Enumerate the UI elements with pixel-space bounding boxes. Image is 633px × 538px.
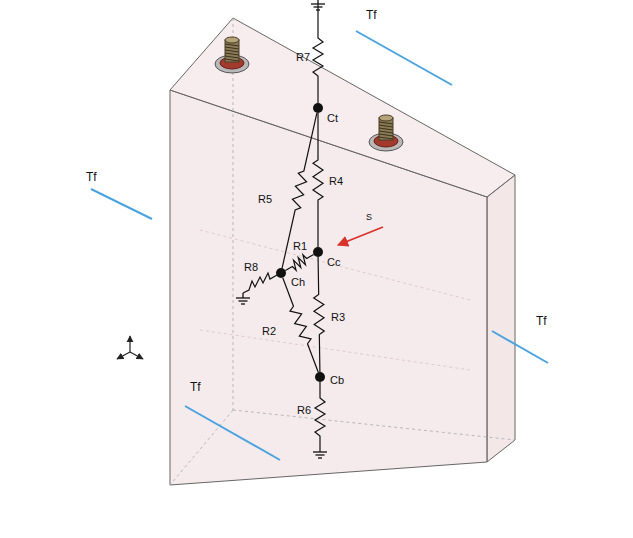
- battery-casing: [487, 175, 515, 462]
- battery-casing: [200, 330, 470, 370]
- battery-casing: [170, 410, 233, 485]
- resistor-symbol: [315, 382, 325, 452]
- heat-source-label: S: [366, 213, 372, 222]
- annotation-label: R6: [297, 405, 311, 416]
- resistor-symbol: [315, 382, 325, 452]
- ground-symbol: [317, 0, 318, 4]
- resistor-label: R4: [329, 176, 343, 187]
- axis-triad: [129, 336, 130, 352]
- ground-symbol: [313, 451, 327, 452]
- resistor-symbol: [283, 278, 318, 373]
- terminal: [225, 47, 239, 49]
- node-label: Cc: [327, 257, 340, 268]
- flow-arrow: [185, 406, 280, 460]
- thermal-node: Ct: [313, 103, 323, 113]
- axis-triad: [117, 352, 130, 359]
- ground-symbol: [242, 293, 243, 298]
- axis-triad: [117, 336, 143, 359]
- terminal: [379, 134, 393, 136]
- annotation-label: Tf: [536, 315, 547, 327]
- thermal-node: Cc: [313, 247, 323, 257]
- flow-arrow: [91, 31, 548, 460]
- terminal: [379, 122, 393, 124]
- ground-symbol: [239, 300, 248, 301]
- terminal: [379, 131, 393, 133]
- annotation-label: Tf: [190, 381, 201, 393]
- resistor-symbol: [282, 113, 317, 268]
- battery-casing: [200, 230, 470, 300]
- resistor-label: R1: [293, 241, 307, 252]
- ground-symbol: [313, 452, 327, 458]
- terminal: [379, 122, 393, 139]
- terminal: [225, 44, 239, 61]
- terminal: [225, 37, 239, 43]
- terminal: [225, 56, 239, 58]
- resistor-symbol: [313, 4, 323, 103]
- resistor-symbol: [243, 273, 277, 293]
- axis-triad: [130, 352, 143, 359]
- resistor-symbol: [243, 273, 277, 293]
- ground-symbol: [236, 293, 250, 304]
- terminal: [379, 128, 393, 130]
- ground-symbol: [236, 297, 250, 298]
- terminal: [225, 53, 239, 55]
- annotation-label: Tf: [366, 9, 377, 21]
- terminal: [225, 44, 239, 46]
- resistor-symbol: [313, 113, 323, 247]
- heat-source-arrow: [338, 227, 383, 245]
- terminal: [225, 59, 239, 61]
- annotation-label: Tf: [86, 171, 97, 183]
- resistor-symbol: [313, 4, 323, 103]
- flow-arrow: [356, 31, 452, 85]
- terminal: [369, 115, 403, 151]
- annotation-label: R7: [296, 52, 310, 63]
- battery-casing: [170, 18, 515, 485]
- node-label: Ch: [291, 277, 305, 288]
- terminal: [379, 137, 393, 139]
- ground-symbol: [318, 457, 322, 458]
- terminal: [379, 125, 393, 127]
- resistor-label: R3: [331, 312, 345, 323]
- thermal-node: Ch: [276, 268, 286, 278]
- terminal: [215, 37, 249, 73]
- ground-symbol: [241, 303, 245, 304]
- annotation-label: R8: [244, 262, 258, 273]
- flow-arrow: [91, 189, 152, 219]
- node-label: Cb: [330, 375, 344, 386]
- resistor-symbol: [285, 254, 313, 270]
- battery-casing: [170, 18, 515, 197]
- resistor-symbol: [314, 257, 325, 372]
- ground-symbol: [316, 454, 325, 455]
- resistor-label: R2: [262, 326, 276, 337]
- battery-casing: [233, 18, 234, 410]
- thermal-node: Cb: [315, 372, 325, 382]
- flow-arrow: [492, 331, 548, 363]
- heat-source-arrow: [338, 227, 383, 245]
- terminal: [225, 50, 239, 52]
- resistor-label: R5: [258, 194, 272, 205]
- node-label: Ct: [327, 113, 338, 124]
- terminal: [379, 115, 393, 121]
- battery-casing: [233, 410, 515, 440]
